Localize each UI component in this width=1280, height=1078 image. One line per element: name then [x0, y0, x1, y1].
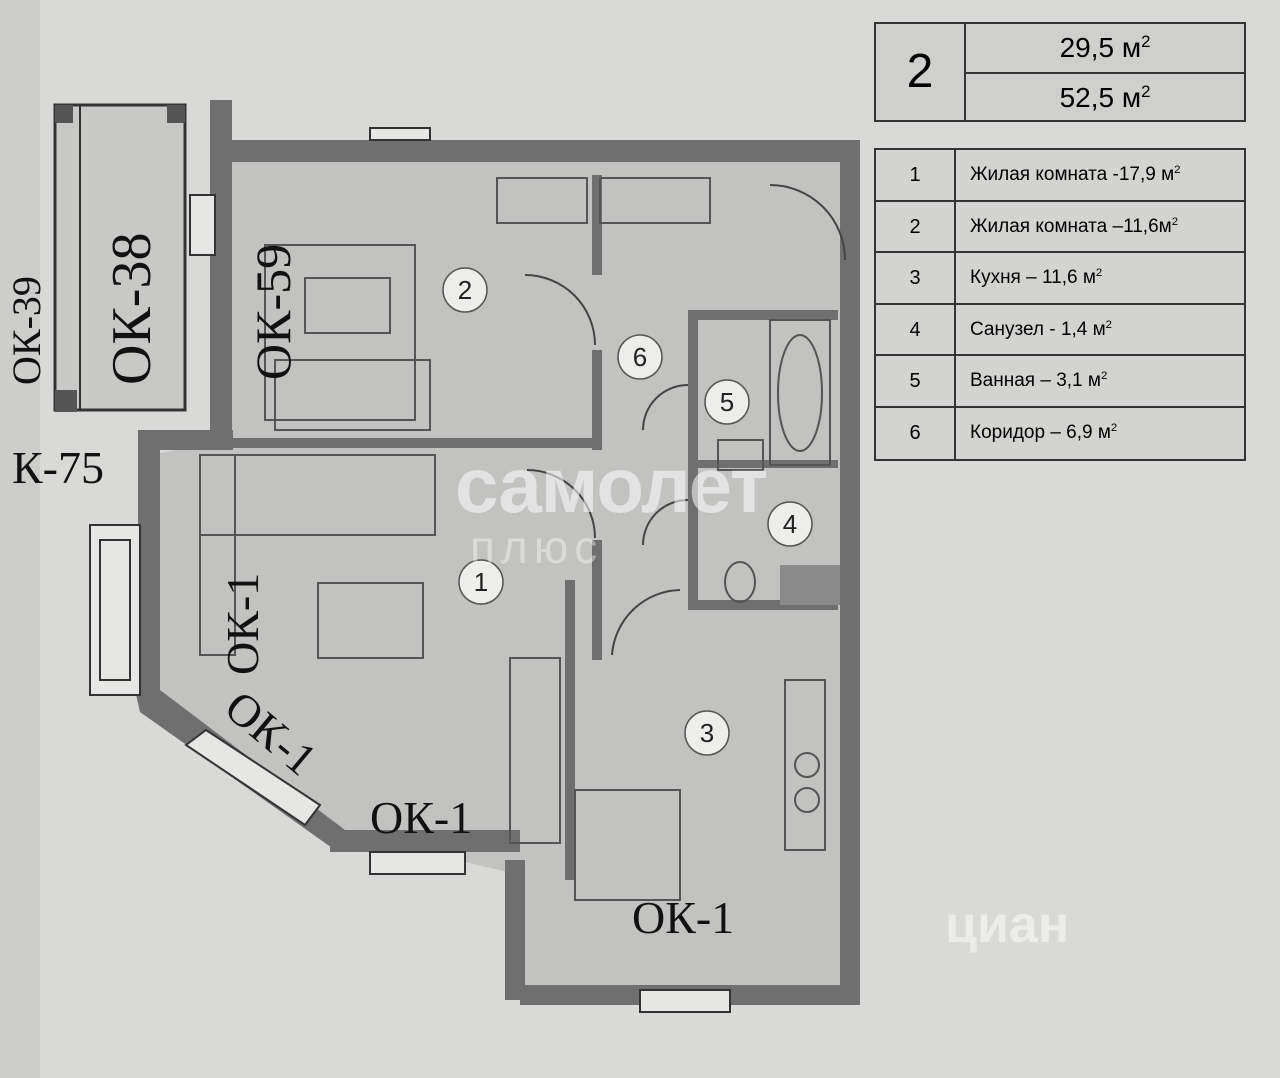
room-marker-2: 2 — [458, 275, 472, 305]
room-number: 3 — [876, 253, 956, 303]
room-number: 1 — [876, 150, 956, 200]
label-ok1-kitchen: ОК-1 — [632, 892, 734, 943]
room-row: 2 Жилая комната –11,6м2 — [876, 201, 1244, 253]
room-name: Коридор – 6,9 м2 — [970, 421, 1118, 443]
label-ok75: К-75 — [12, 442, 104, 493]
room-marker-4: 4 — [783, 509, 797, 539]
label-ok1-bottom: ОК-1 — [370, 792, 472, 843]
rooms-count: 2 — [876, 24, 966, 120]
door-swings — [524, 184, 846, 656]
label-ok59: ОК-59 — [245, 244, 301, 380]
room-row: 5 Ванная – 3,1 м2 — [876, 356, 1244, 408]
room-name: Жилая комната –11,6м2 — [970, 215, 1179, 237]
room-name: Жилая комната -17,9 м2 — [970, 164, 1181, 185]
furniture — [199, 177, 831, 901]
rooms-table: 1 Жилая комната -17,9 м2 2 Жилая комната… — [874, 148, 1246, 461]
room-number: 4 — [876, 304, 956, 354]
room-marker-1: 1 — [474, 567, 488, 597]
room-name: Ванная – 3,1 м2 — [970, 370, 1108, 391]
room-number: 2 — [876, 201, 956, 251]
room-name: Кухня – 11,6 м2 — [970, 267, 1103, 288]
windows — [89, 127, 731, 1013]
label-ok38: ОК-38 — [101, 233, 163, 385]
room-name: Санузел - 1,4 м2 — [970, 318, 1112, 340]
room-number: 6 — [876, 407, 956, 459]
living-area: 29,5 м2 — [966, 24, 1244, 74]
apartment-summary-table: 2 29,5 м2 52,5 м2 — [874, 22, 1246, 122]
total-area: 52,5 м2 — [1059, 81, 1151, 113]
room-markers — [442, 267, 813, 756]
room-row: 3 Кухня – 11,6 м2 — [876, 253, 1244, 305]
room-number: 5 — [876, 356, 956, 406]
room-row: 6 Коридор – 6,9 м2 — [876, 407, 1244, 459]
room-marker-6: 6 — [633, 342, 647, 372]
balcony — [53, 103, 187, 412]
room-row: 4 Санузел - 1,4 м2 — [876, 304, 1244, 356]
room-marker-3: 3 — [700, 718, 714, 748]
label-ok39: ОК-39 — [4, 276, 49, 385]
label-ok1-left: ОК-1 — [217, 573, 268, 675]
room-row: 1 Жилая комната -17,9 м2 — [876, 150, 1244, 202]
room-marker-5: 5 — [720, 387, 734, 417]
